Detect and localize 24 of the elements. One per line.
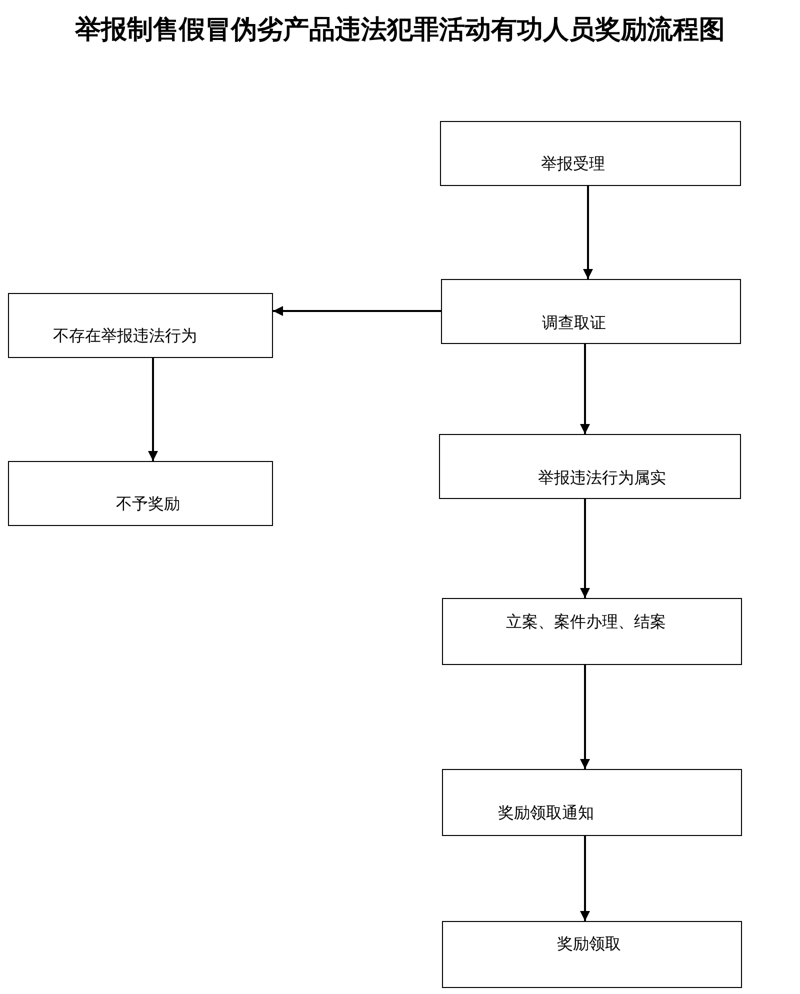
box-label: 奖励领取通知 [498, 804, 594, 822]
process-box [8, 293, 273, 358]
box-label: 举报受理 [541, 155, 605, 173]
title: 举报制售假冒伪劣产品违法犯罪活动有功人员奖励流程图 [74, 14, 726, 47]
box-label: 调查取证 [542, 314, 606, 332]
process-box [442, 769, 742, 836]
box-label: 举报违法行为属实 [538, 469, 666, 487]
box-label: 不存在举报违法行为 [53, 327, 197, 345]
process-box [441, 279, 741, 344]
box-label: 立案、案件办理、结案 [506, 613, 666, 631]
box-label: 不予奖励 [116, 495, 180, 513]
arrow [580, 665, 590, 769]
process-box [442, 598, 742, 665]
process-box [440, 121, 741, 186]
arrow [273, 306, 441, 316]
arrow [580, 344, 590, 434]
process-box [439, 434, 741, 499]
box-label: 奖励领取 [557, 935, 621, 953]
arrow [580, 499, 590, 598]
arrow [583, 186, 593, 279]
process-box [8, 461, 273, 526]
process-box [442, 921, 742, 988]
arrow [580, 836, 590, 921]
arrow [148, 358, 158, 461]
